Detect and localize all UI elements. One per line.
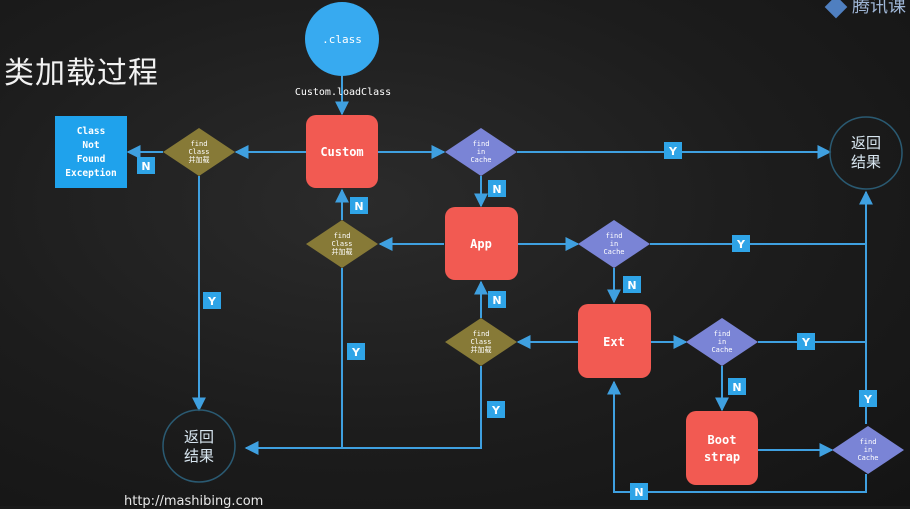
label-y-findclass2: Y	[347, 343, 365, 360]
label-n-cache3: N	[728, 378, 746, 395]
label-n-findclass2: N	[350, 197, 368, 214]
cache2-line1: find	[606, 232, 623, 240]
svg-text:Y: Y	[668, 145, 678, 158]
class-file-label: .class	[322, 33, 362, 46]
cache4-line2: in	[864, 446, 872, 454]
label-n-exception: N	[137, 157, 155, 174]
return-result-node-bottom: 返回 结果	[162, 409, 236, 483]
svg-text:Y: Y	[207, 295, 217, 308]
brand-logo: 腾讯课	[824, 0, 906, 19]
svg-text:Y: Y	[863, 393, 873, 406]
label-n-cache1: N	[488, 180, 506, 197]
findclass1-line1: find	[191, 140, 208, 148]
return-bottom-line2: 结果	[184, 447, 214, 465]
label-y-cache2: Y	[732, 235, 750, 252]
return-top-line1: 返回	[851, 134, 881, 152]
bootstrap-label-line2: strap	[704, 450, 740, 464]
svg-text:Y: Y	[351, 346, 361, 359]
find-class-diamond-3: find Class 并加载	[445, 318, 517, 366]
find-in-cache-diamond-4: find in Cache	[832, 426, 904, 474]
custom-label: Custom	[320, 145, 363, 159]
label-n-cache4: N	[630, 483, 648, 500]
ext-loader-node: Ext	[578, 304, 651, 378]
svg-text:Y: Y	[801, 336, 811, 349]
find-class-diamond-2: find Class 并加载	[306, 220, 378, 268]
label-y-cache1: Y	[664, 142, 682, 159]
cache1-line2: in	[477, 148, 485, 156]
slide-title: 类加载过程	[4, 56, 159, 91]
ext-label: Ext	[603, 335, 625, 349]
find-in-cache-diamond-3: find in Cache	[686, 318, 758, 366]
exception-line3: Found	[77, 154, 106, 165]
cache3-line3: Cache	[711, 346, 732, 354]
svg-text:N: N	[634, 486, 643, 499]
label-y-findclass1: Y	[203, 292, 221, 309]
find-in-cache-diamond-1: find in Cache	[445, 128, 517, 176]
label-n-findclass3: N	[488, 291, 506, 308]
findclass3-line3: 并加载	[471, 345, 492, 354]
bootstrap-label-line1: Boot	[708, 433, 737, 447]
findclass3-line1: find	[473, 330, 490, 338]
findclass2-line1: find	[334, 232, 351, 240]
edge-labels: N Y N Y Y N Y N N Y Y N Y N	[137, 142, 877, 500]
find-in-cache-diamond-2: find in Cache	[578, 220, 650, 268]
return-result-node-top: 返回 结果	[829, 116, 903, 190]
svg-text:N: N	[492, 183, 501, 196]
return-bottom-line1: 返回	[184, 428, 214, 446]
footer-url: http://mashibing.com	[124, 494, 264, 509]
cache1-line3: Cache	[470, 156, 491, 164]
connectors	[126, 76, 873, 493]
svg-text:N: N	[354, 200, 363, 213]
svg-text:N: N	[492, 294, 501, 307]
cache1-line1: find	[473, 140, 490, 148]
cache3-line2: in	[718, 338, 726, 346]
cache3-line1: find	[714, 330, 731, 338]
findclass3-line2: Class	[470, 338, 491, 346]
exception-line1: Class	[77, 126, 106, 137]
findclass1-line3: 并加载	[189, 155, 210, 164]
findclass2-line3: 并加载	[332, 247, 353, 256]
svg-text:Y: Y	[736, 238, 746, 251]
svg-text:Y: Y	[491, 404, 501, 417]
exception-line4: Exception	[65, 168, 116, 179]
cache2-line3: Cache	[603, 248, 624, 256]
app-label: App	[470, 237, 492, 251]
exception-line2: Not	[82, 140, 99, 151]
label-y-cache4: Y	[859, 390, 877, 407]
load-class-call-label: Custom.loadClass	[295, 87, 391, 98]
return-top-line2: 结果	[851, 153, 881, 171]
findclass1-line2: Class	[188, 148, 209, 156]
svg-text:N: N	[141, 160, 150, 173]
label-y-findclass3: Y	[487, 401, 505, 418]
app-loader-node: App	[445, 207, 518, 280]
label-y-cache3: Y	[797, 333, 815, 350]
findclass2-line2: Class	[331, 240, 352, 248]
svg-text:N: N	[732, 381, 741, 394]
label-n-cache2: N	[623, 276, 641, 293]
cache2-line2: in	[610, 240, 618, 248]
cache4-line1: find	[860, 438, 877, 446]
svg-text:N: N	[627, 279, 636, 292]
logo-text: 腾讯课	[852, 0, 906, 17]
cache4-line3: Cache	[857, 454, 878, 462]
class-not-found-exception-node: Class Not Found Exception	[55, 116, 127, 188]
find-class-diamond-1: find Class 并加载	[163, 128, 235, 176]
custom-loader-node: Custom	[306, 115, 378, 188]
bootstrap-loader-node: Boot strap	[686, 411, 758, 485]
class-file-node: .class	[305, 2, 379, 76]
